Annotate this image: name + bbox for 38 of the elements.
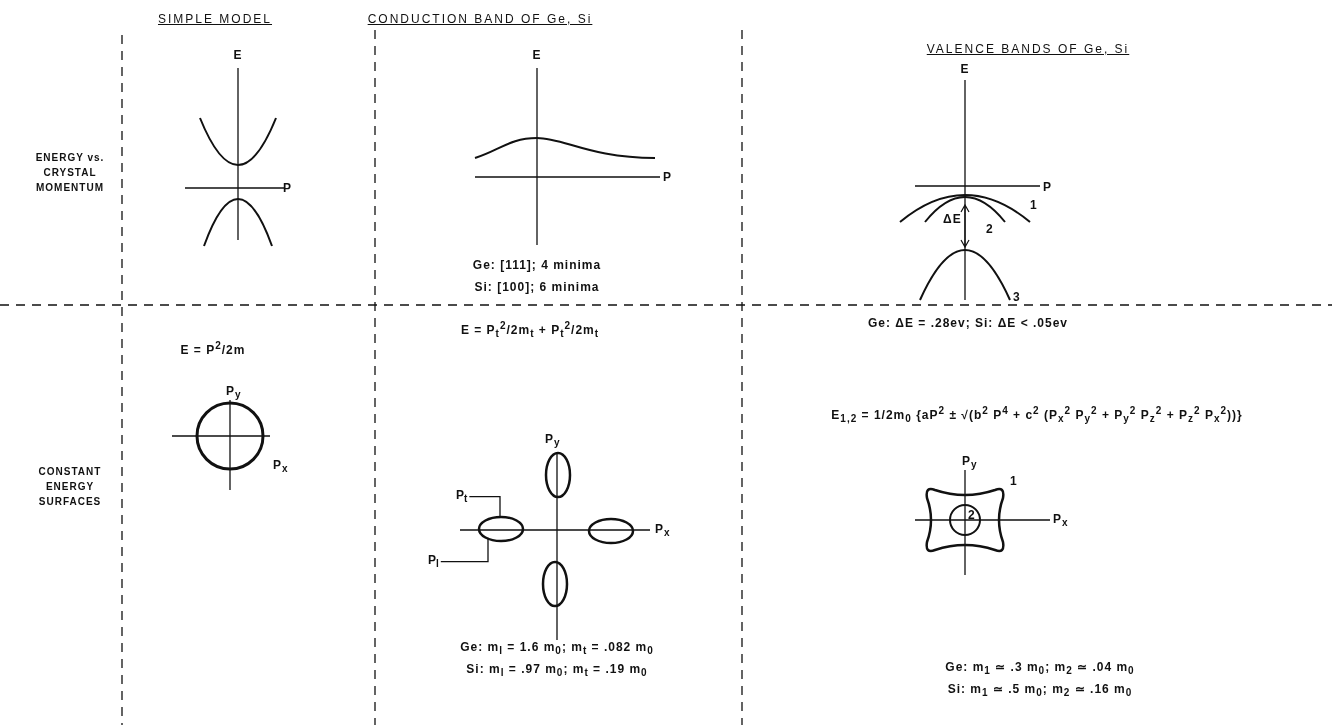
row-heading: CONSTANT ENERGY SURFACES [37, 465, 103, 509]
label-text: Ge: [111]; 4 minima [472, 258, 602, 273]
leader-line [440, 537, 489, 563]
label-text: Ge: m$_{1}$ ≃ .3 m$_{0}$; m$_{2}$ ≃ .04 m$_{0}$ [945, 660, 1135, 678]
label-text: E [233, 48, 243, 63]
label-text: 1 [1030, 198, 1038, 213]
label-text: P [663, 170, 672, 185]
label-text: P$_{y}$ [962, 454, 978, 472]
label-text: E$_{1,2}$ = 1/2m$_{0}$ {aP$^{2}$ ± √(b$^{2}$ P$^{4}$ + c$^{2}$ (P$_{x}$$^{2}$ P$_{y}$$^{2}$ + P$_{y}$$^{2}$ P$_{z}$$^{2}$ + P$_{z}$$^{2}$ P$_{x}$$^{2}$))} [831, 405, 1243, 426]
label-text: Si: [100]; 6 minima [474, 280, 600, 295]
column-heading: CONDUCTION BAND OF Ge, Si [367, 12, 593, 27]
label-text: P$_{x}$ [655, 522, 671, 540]
label-text: 3 [1013, 290, 1021, 305]
label-text: 1 [1010, 474, 1018, 489]
label-text: E [960, 62, 970, 77]
part-label: P$_{l}$ [428, 553, 439, 571]
label-text: E [532, 48, 542, 63]
label-text: P [283, 181, 292, 196]
part-label: P$_{t}$ [456, 488, 468, 506]
label-text: Si: m$_{1}$ ≃ .5 m$_{0}$; m$_{2}$ ≃ .16 m$_{0}$ [947, 682, 1133, 700]
label-text: E = P$^{2}$/2m [180, 340, 246, 358]
label-text: Ge: ΔE = .28ev; Si: ΔE < .05ev [868, 316, 1068, 331]
label-text: P$_{y}$ [545, 432, 561, 450]
label-text: P$_{y}$ [226, 384, 242, 402]
label-text: Si: m$_{l}$ = .97 m$_{0}$; m$_{t}$ = .19 m$_{0}$ [466, 662, 648, 680]
label-text: Ge: m$_{l}$ = 1.6 m$_{0}$; m$_{t}$ = .082 m$_{0}$ [460, 640, 654, 658]
energy-ellipse [477, 515, 525, 543]
column-heading: SIMPLE MODEL [158, 12, 272, 27]
label-text: P$_{x}$ [1053, 512, 1069, 530]
label-text: P [1043, 180, 1052, 195]
label-text: ΔE [943, 212, 962, 227]
column-heading: VALENCE BANDS OF Ge, Si [926, 42, 1130, 57]
label-text: 2 [986, 222, 994, 237]
label-text: E = P$_{t}$$^{2}$/2m$_{t}$ + P$_{t}$$^{2}$/2m$_{t}$ [460, 320, 600, 341]
label-text: P$_{x}$ [273, 458, 289, 476]
row-heading: ENERGY vs. CRYSTAL MOMENTUM [34, 151, 106, 195]
label-text: 2 [968, 508, 976, 523]
leader-line [468, 496, 501, 519]
